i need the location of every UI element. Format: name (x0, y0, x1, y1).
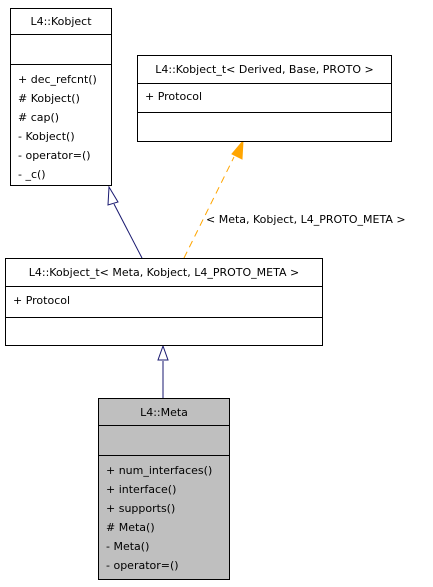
class-kobject-t-meta[interactable]: L4::Kobject_t< Meta, Kobject, L4_PROTO_M… (5, 258, 323, 346)
operation: + supports() (106, 502, 176, 515)
class-kobject[interactable]: L4::Kobject + dec_refcnt() # Kobject() #… (10, 8, 112, 186)
class-kobject-t-meta-operations (6, 318, 322, 345)
template-binding-label: < Meta, Kobject, L4_PROTO_META > (206, 213, 406, 226)
class-meta-title: L4::Meta (99, 399, 229, 426)
operation: # Meta() (106, 521, 155, 534)
attribute: + Protocol (13, 294, 71, 307)
operation: # cap() (18, 111, 60, 124)
template-binding-edge (183, 156, 235, 259)
class-kobject-t-template[interactable]: L4::Kobject_t< Derived, Base, PROTO > + … (137, 55, 392, 142)
class-kobject-t-template-title: L4::Kobject_t< Derived, Base, PROTO > (138, 56, 391, 84)
inheritance-arrowhead-kobject (107, 185, 119, 206)
class-kobject-t-meta-attributes: + Protocol (6, 287, 322, 318)
class-kobject-t-template-attributes: + Protocol (138, 84, 391, 113)
operation: + num_interfaces() (106, 464, 213, 477)
class-kobject-operations: + dec_refcnt() # Kobject() # cap() - Kob… (11, 65, 111, 184)
class-meta-attributes (99, 426, 229, 456)
operation: + dec_refcnt() (18, 73, 97, 86)
operation: - _c() (18, 168, 46, 181)
operation: - operator=() (106, 559, 179, 572)
operation: + interface() (106, 483, 177, 496)
operation: # Kobject() (18, 92, 80, 105)
class-kobject-t-meta-title: L4::Kobject_t< Meta, Kobject, L4_PROTO_M… (6, 259, 322, 287)
operation: - Meta() (106, 540, 150, 553)
class-kobject-attributes (11, 35, 111, 65)
operation: - Kobject() (18, 130, 75, 143)
class-kobject-t-template-operations (138, 113, 391, 141)
inheritance-edge-kobject-t-meta-to-kobject (113, 203, 143, 259)
operation: - operator=() (18, 149, 91, 162)
class-meta[interactable]: L4::Meta + num_interfaces() + interface(… (98, 398, 230, 580)
class-meta-operations: + num_interfaces() + interface() + suppo… (99, 456, 229, 575)
attribute: + Protocol (145, 90, 203, 103)
template-binding-arrowhead (231, 139, 244, 160)
inheritance-arrowhead-kobject-t-meta (157, 344, 169, 361)
class-kobject-title: L4::Kobject (11, 9, 111, 35)
